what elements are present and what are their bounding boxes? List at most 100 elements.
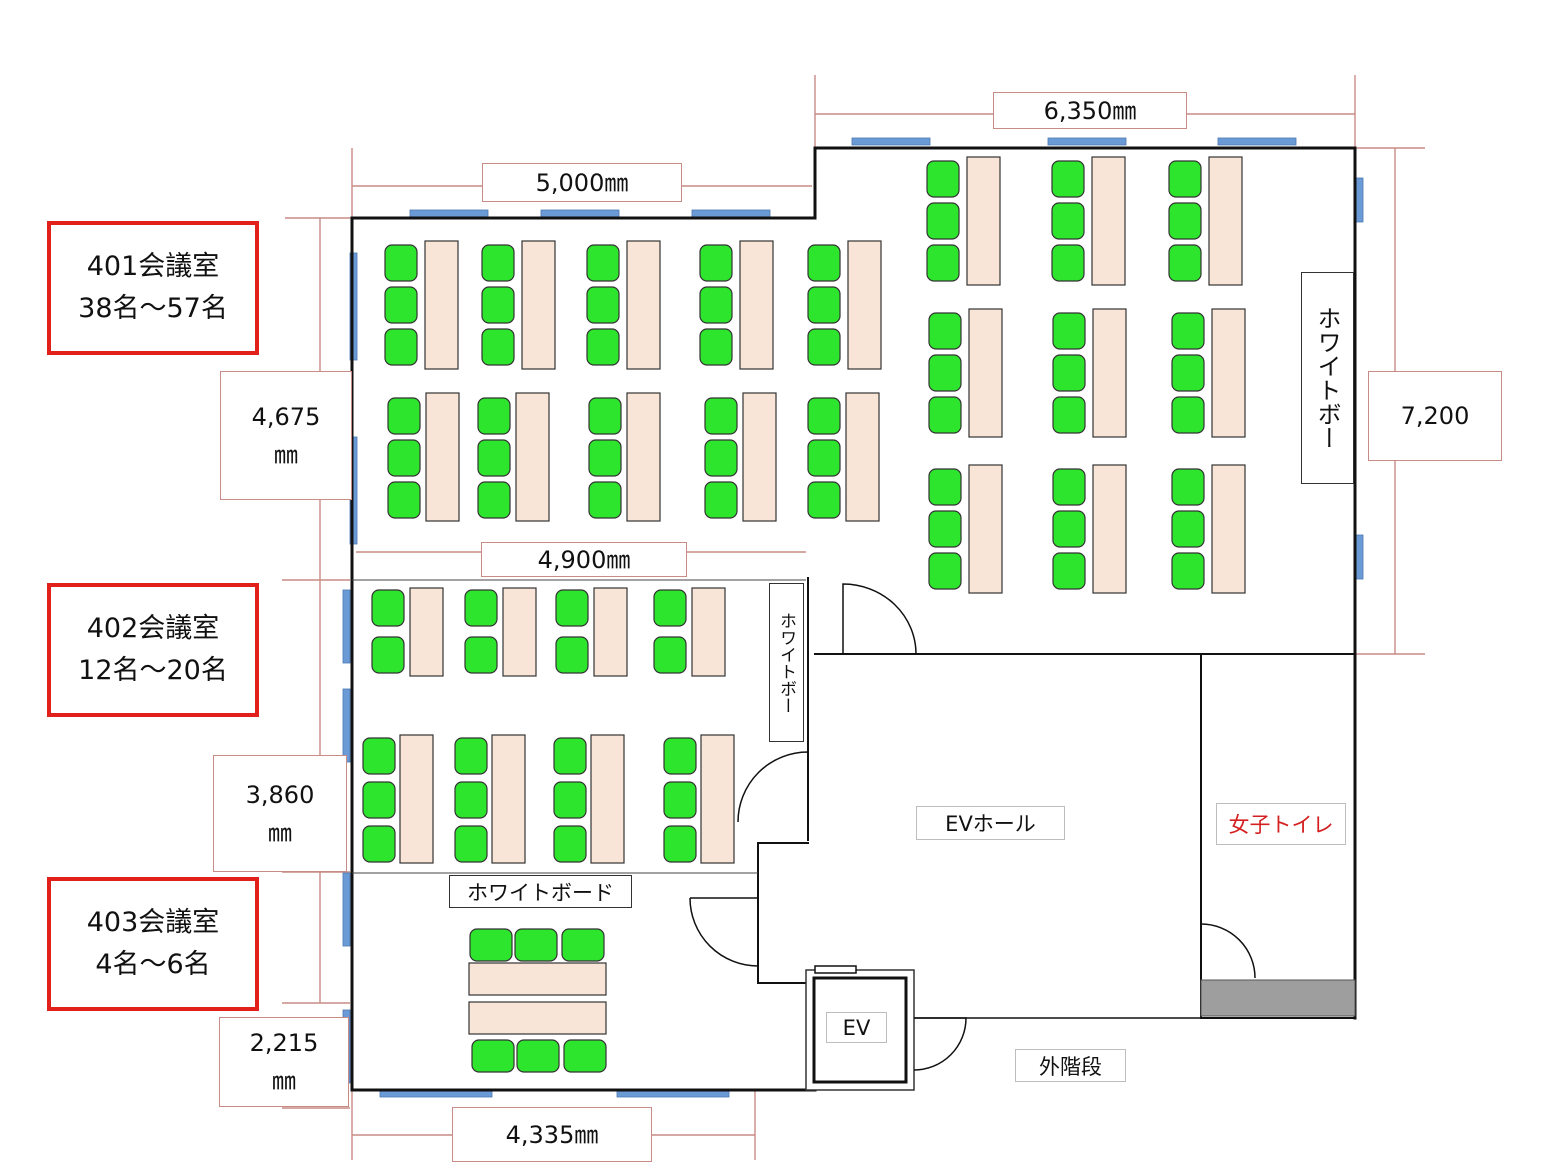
chair bbox=[586, 328, 620, 366]
chair bbox=[1052, 354, 1086, 392]
chair bbox=[807, 439, 841, 477]
chair bbox=[928, 312, 962, 350]
furniture bbox=[362, 156, 1246, 1073]
door-swing bbox=[689, 897, 759, 967]
room-402-card: 402会議室 12名〜20名 bbox=[47, 583, 259, 717]
chair bbox=[663, 825, 697, 863]
chair bbox=[1052, 510, 1086, 548]
chair bbox=[1052, 396, 1086, 434]
chair bbox=[1052, 552, 1086, 590]
chair bbox=[1171, 468, 1205, 506]
dim-right-text: 7,200 bbox=[1400, 402, 1470, 430]
chair bbox=[362, 781, 396, 819]
table bbox=[491, 734, 526, 864]
chair bbox=[1051, 160, 1085, 198]
table bbox=[1092, 308, 1127, 438]
ev-hall-label: EVホール bbox=[916, 806, 1065, 840]
dim-top-right-text: 6,350㎜ bbox=[1043, 96, 1137, 125]
dim-bottom-text: 4,335㎜ bbox=[505, 1120, 599, 1149]
whiteboard-403-text: ホワイトボード bbox=[467, 880, 614, 905]
chair bbox=[464, 589, 498, 627]
chair bbox=[1051, 202, 1085, 240]
whiteboard-403: ホワイトボード bbox=[449, 875, 632, 908]
chair bbox=[477, 439, 511, 477]
room-402-name: 402会議室 bbox=[86, 613, 220, 644]
womens-toilet-text: 女子トイレ bbox=[1228, 813, 1334, 837]
chair bbox=[471, 1039, 515, 1073]
chair bbox=[1168, 160, 1202, 198]
window bbox=[851, 137, 931, 146]
chair bbox=[1171, 312, 1205, 350]
table bbox=[966, 156, 1001, 286]
chair bbox=[514, 928, 558, 962]
chair bbox=[588, 481, 622, 519]
dim-top-left-text: 5,000㎜ bbox=[535, 168, 629, 197]
chair bbox=[586, 244, 620, 282]
elevator-door bbox=[814, 965, 857, 974]
chair bbox=[928, 552, 962, 590]
chair bbox=[1052, 468, 1086, 506]
chair bbox=[454, 781, 488, 819]
chair bbox=[699, 286, 733, 324]
whiteboard-401: ホワイトボー bbox=[1301, 272, 1354, 484]
chair bbox=[1171, 354, 1205, 392]
dim-room-402-height: 3,860 ㎜ bbox=[213, 755, 347, 872]
table bbox=[590, 734, 625, 864]
table bbox=[845, 392, 880, 522]
ev-label: EV bbox=[826, 1012, 887, 1043]
outer-stairs-text: 外階段 bbox=[1039, 1054, 1102, 1079]
chair bbox=[387, 397, 421, 435]
door-swing bbox=[1200, 923, 1256, 979]
table bbox=[593, 587, 628, 677]
window bbox=[342, 872, 351, 947]
dim-room-403-height: 2,215 ㎜ bbox=[219, 1017, 349, 1107]
room-401-card: 401会議室 38名〜57名 bbox=[47, 221, 259, 355]
chair bbox=[704, 397, 738, 435]
chair bbox=[699, 328, 733, 366]
dim-402-unit: ㎜ bbox=[268, 818, 292, 847]
table bbox=[1211, 308, 1246, 438]
door-swing bbox=[913, 1017, 967, 1071]
table bbox=[468, 962, 607, 996]
ev-hall-text: EVホール bbox=[945, 812, 1036, 836]
table bbox=[1092, 464, 1127, 594]
table bbox=[691, 587, 726, 677]
chair bbox=[1171, 552, 1205, 590]
chair bbox=[1051, 244, 1085, 282]
chair bbox=[477, 397, 511, 435]
whiteboard-402: ホワイトボー bbox=[769, 583, 804, 742]
chair bbox=[1171, 510, 1205, 548]
table bbox=[502, 587, 537, 677]
window bbox=[342, 589, 351, 664]
dim-top-left: 5,000㎜ bbox=[482, 163, 682, 202]
chair bbox=[653, 589, 687, 627]
chair bbox=[553, 737, 587, 775]
chair bbox=[387, 439, 421, 477]
window bbox=[540, 209, 620, 218]
table bbox=[468, 1001, 607, 1035]
chair bbox=[1171, 396, 1205, 434]
chair bbox=[926, 202, 960, 240]
chair bbox=[663, 781, 697, 819]
chair bbox=[371, 589, 405, 627]
chair bbox=[362, 825, 396, 863]
table bbox=[521, 240, 556, 370]
room-403-card: 403会議室 4名〜6名 bbox=[47, 877, 259, 1011]
window bbox=[1047, 137, 1127, 146]
chair bbox=[653, 636, 687, 674]
chair bbox=[928, 510, 962, 548]
chair bbox=[807, 397, 841, 435]
table bbox=[1211, 464, 1246, 594]
dim-402-value: 3,860 bbox=[245, 780, 315, 809]
chair bbox=[926, 160, 960, 198]
dim-bottom-width: 4,335㎜ bbox=[452, 1107, 652, 1162]
dimension-lines bbox=[282, 75, 1425, 1160]
chair bbox=[588, 397, 622, 435]
dim-right-height: 7,200 bbox=[1368, 371, 1502, 461]
whiteboard-402-text: ホワイトボー bbox=[776, 611, 796, 714]
door-swing bbox=[737, 751, 809, 823]
chair bbox=[561, 928, 605, 962]
window bbox=[1355, 177, 1364, 223]
room-403-capacity: 4名〜6名 bbox=[95, 949, 211, 980]
